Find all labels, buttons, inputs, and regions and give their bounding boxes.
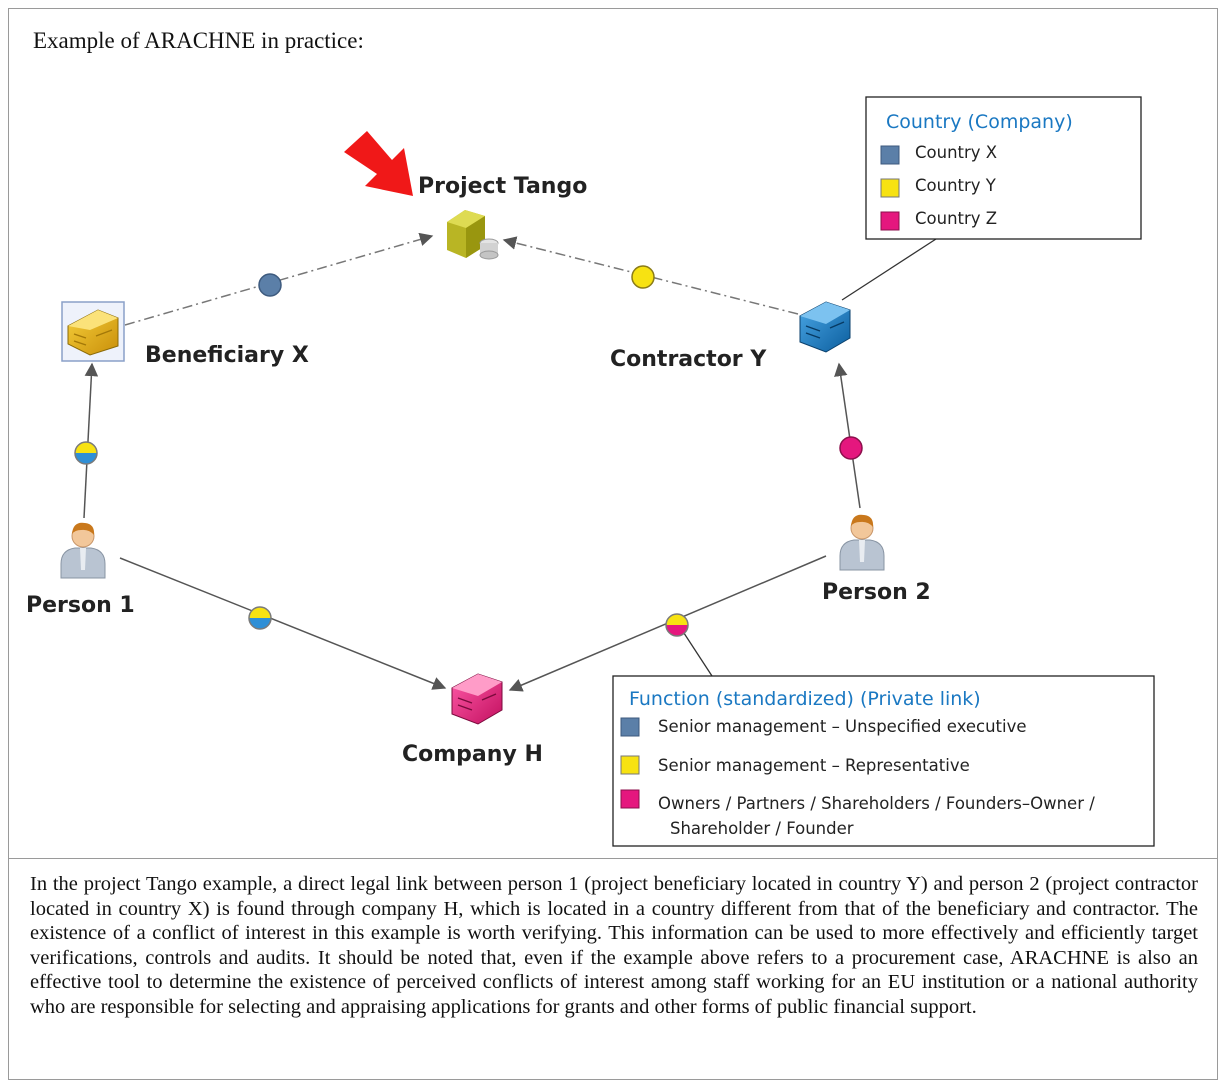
badge-function-yellow-blue bbox=[74, 441, 98, 465]
edge-person1-to-company bbox=[119, 557, 447, 690]
legend-country-title: Country (Company) bbox=[886, 111, 1073, 133]
legend-item-representative: Senior management – Representative bbox=[658, 756, 970, 775]
legend-item-unspecified-executive: Senior management – Unspecified executiv… bbox=[658, 717, 1027, 736]
legend-item-owners: Owners / Partners / Shareholders / Found… bbox=[658, 794, 1095, 813]
network-diagram: Project Tango Beneficiary X Contractor Y… bbox=[26, 96, 1155, 847]
legend-swatch-owners bbox=[620, 789, 640, 809]
person-icon bbox=[60, 522, 106, 579]
person-icon bbox=[839, 514, 885, 571]
company-label: Company H bbox=[402, 742, 543, 767]
edge-beneficiary-to-project bbox=[124, 232, 434, 326]
badge-country-y-circle bbox=[631, 265, 655, 289]
legend-item-country-y: Country Y bbox=[915, 176, 997, 195]
legend-item-country-x: Country X bbox=[915, 143, 997, 162]
intro-text: Example of ARACHNE in practice: bbox=[33, 28, 364, 53]
legend-function-title: Function (standardized) (Private link) bbox=[629, 688, 981, 710]
beneficiary-label: Beneficiary X bbox=[145, 343, 309, 368]
badge-country-x-circle bbox=[258, 273, 282, 297]
explanation-paragraph: In the project Tango example, a direct l… bbox=[30, 873, 1198, 1018]
legend-swatch-representative bbox=[620, 755, 640, 775]
contractor-label: Contractor Y bbox=[610, 347, 767, 372]
contractor-icon bbox=[799, 301, 851, 353]
legend-swatch-country-y bbox=[880, 178, 900, 198]
project-label: Project Tango bbox=[418, 174, 587, 199]
person1-label: Person 1 bbox=[26, 593, 135, 618]
legend-item-country-z: Country Z bbox=[915, 209, 997, 228]
edge-person1-to-beneficiary bbox=[83, 362, 99, 519]
red-arrow-icon bbox=[344, 131, 413, 196]
company-icon bbox=[451, 673, 503, 725]
edge-person2-to-contractor bbox=[834, 362, 861, 509]
legend-country-pointer bbox=[841, 238, 937, 301]
legend-swatch-unspecified-executive bbox=[620, 717, 640, 737]
person2-label: Person 2 bbox=[822, 580, 931, 605]
badge-function-yellow-blue bbox=[248, 606, 272, 630]
badge-country-z-circle bbox=[839, 436, 863, 460]
legend-country: Country (Company) Country X Country Y Co… bbox=[865, 96, 1142, 240]
legend-function: Function (standardized) (Private link) S… bbox=[612, 675, 1155, 847]
project-icon bbox=[447, 210, 499, 260]
beneficiary-icon bbox=[61, 301, 125, 362]
legend-item-owners-continued: Shareholder / Founder bbox=[670, 819, 854, 838]
legend-function-pointer bbox=[679, 626, 713, 677]
legend-swatch-country-z bbox=[880, 211, 900, 231]
section-divider bbox=[8, 858, 1218, 859]
legend-swatch-country-x bbox=[880, 145, 900, 165]
badge-function-yellow-pink bbox=[665, 613, 689, 637]
